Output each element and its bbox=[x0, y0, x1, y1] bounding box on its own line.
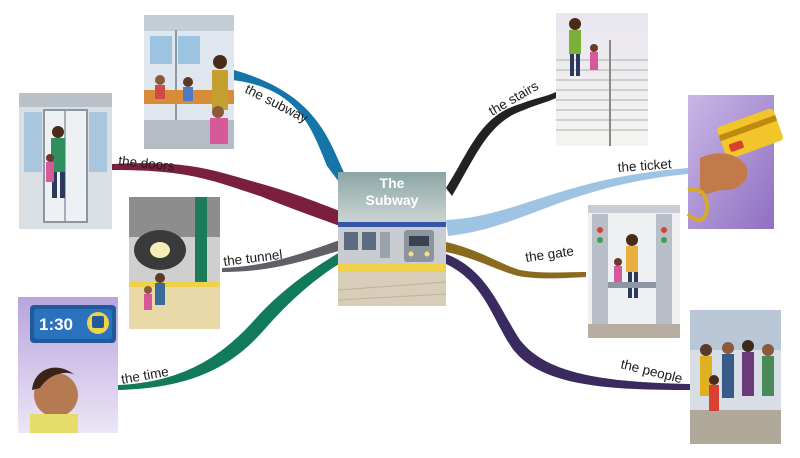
label-the-tunnel: the tunnel bbox=[223, 247, 284, 269]
ribbon-stairs bbox=[446, 92, 556, 196]
image-the-time: 1:30 bbox=[18, 297, 118, 433]
ribbon-ticket bbox=[446, 168, 688, 236]
image-the-people bbox=[690, 310, 781, 444]
ribbon-tunnel bbox=[222, 240, 342, 272]
center-image-subway-train: The Subway bbox=[337, 172, 447, 306]
label-the-gate: the gate bbox=[524, 243, 574, 265]
label-the-doors: the doors bbox=[118, 153, 176, 174]
clock-sign-text: 1:30 bbox=[39, 315, 73, 334]
ribbon-gate bbox=[446, 242, 586, 279]
ribbon-time bbox=[118, 252, 342, 390]
image-the-tunnel bbox=[129, 197, 220, 329]
image-the-stairs bbox=[556, 13, 648, 146]
image-the-doors bbox=[19, 93, 112, 229]
image-the-gate bbox=[588, 205, 680, 338]
image-the-subway bbox=[144, 15, 234, 149]
label-the-ticket: the ticket bbox=[617, 156, 672, 175]
center-title-line2: Subway bbox=[366, 192, 419, 208]
ribbon-doors bbox=[112, 163, 342, 226]
center-title-line1: The bbox=[380, 175, 405, 191]
image-the-ticket bbox=[686, 95, 783, 229]
